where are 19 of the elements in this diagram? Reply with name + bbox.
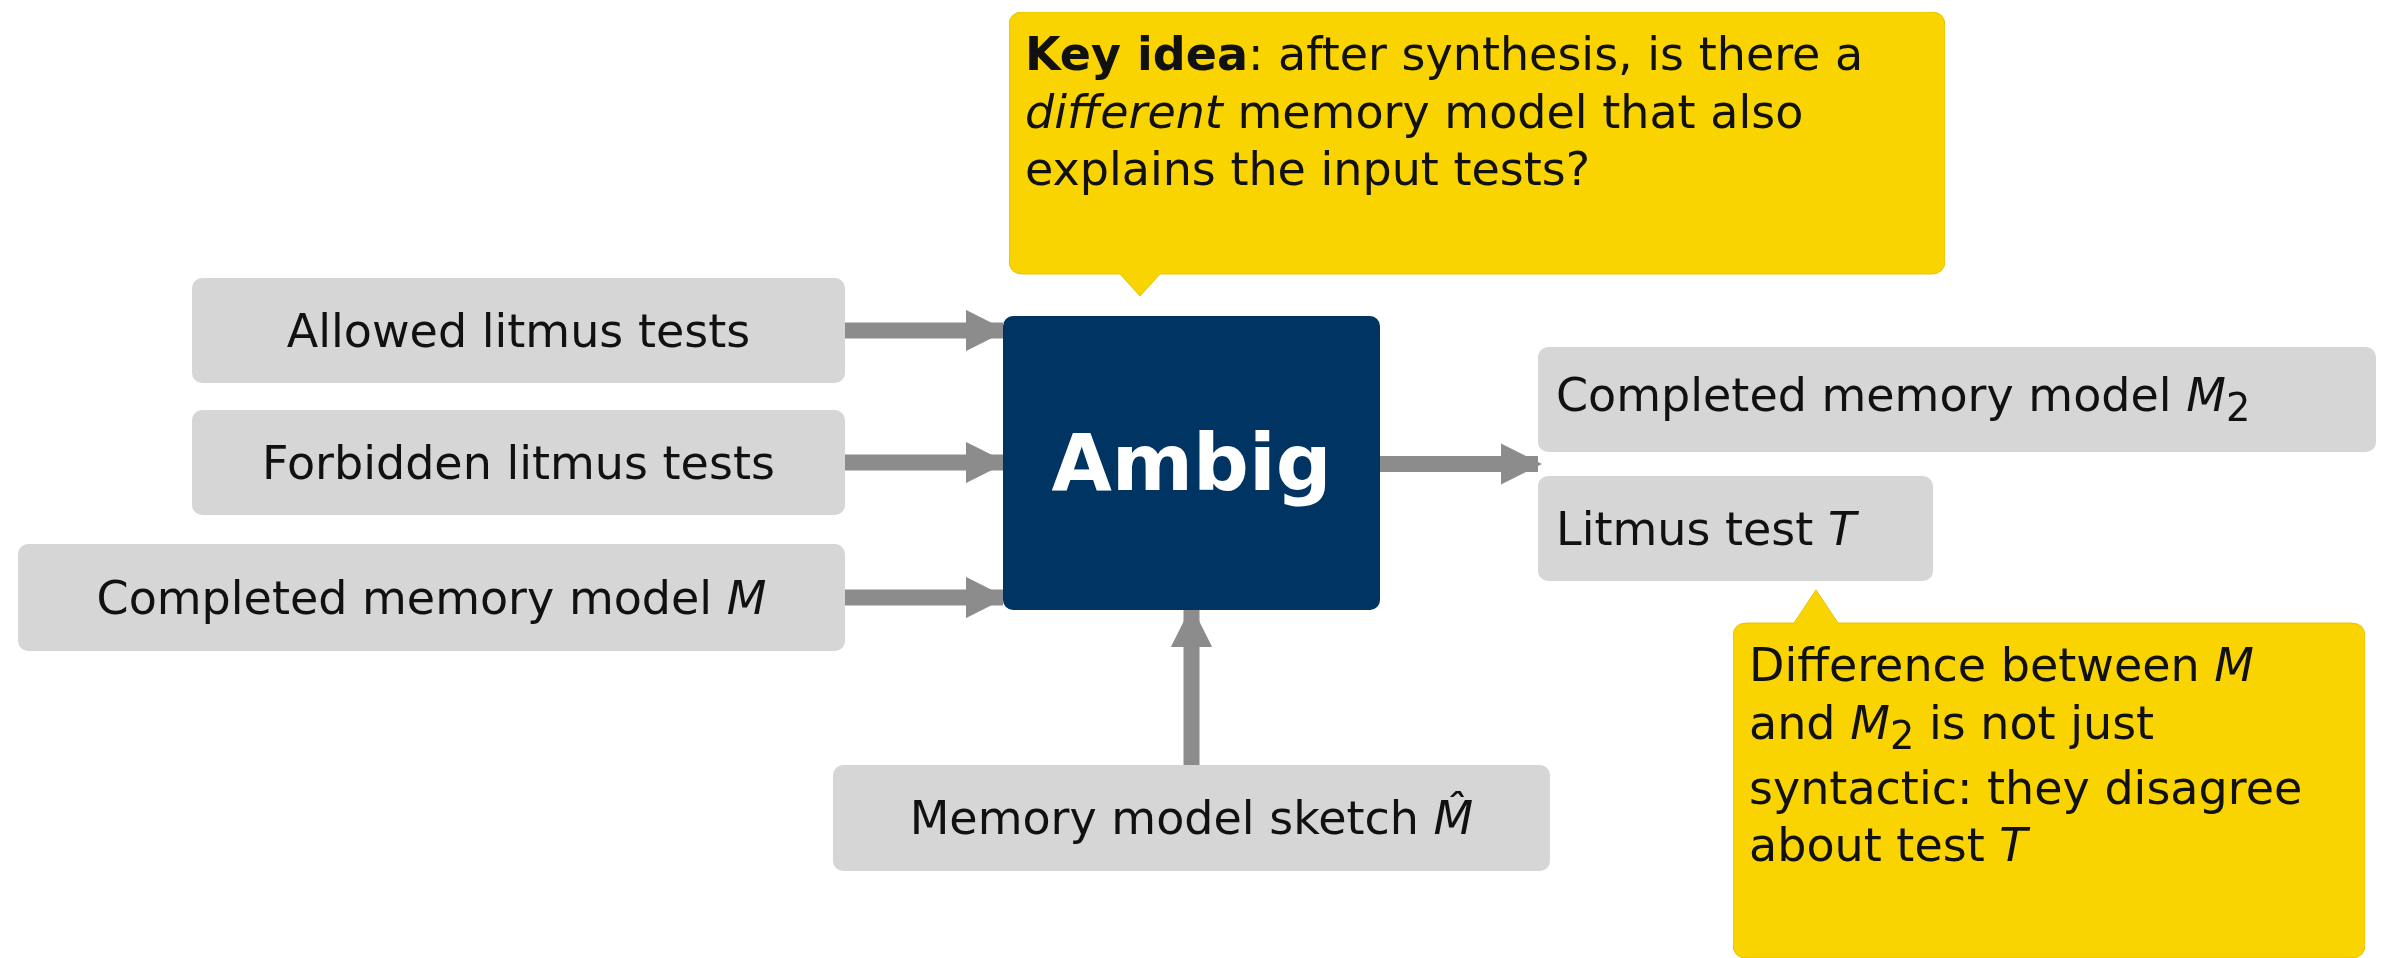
- box-label: Completed memory model M: [96, 570, 767, 625]
- input-box: [192, 410, 845, 515]
- box-label: Completed memory model M$_{2}$: [1556, 368, 2251, 431]
- box-label: Litmus test T: [1556, 501, 1857, 556]
- input-box: [833, 765, 1550, 871]
- input-box: [192, 278, 845, 383]
- box-label: Forbidden litmus tests: [262, 435, 775, 490]
- callout-text: Key idea: after synthesis, is there a different memory model that also explains the input tests?: [1025, 26, 1865, 198]
- output-box: [1538, 347, 2376, 452]
- arrow: [1380, 443, 1543, 485]
- callout-text: Difference between M and M$_{2}$ is not just syntactic: they disagree about test T: [1749, 637, 2304, 875]
- input-box: [18, 544, 845, 651]
- box-label: Memory model sketch M̂: [909, 791, 1474, 845]
- output-box: [1538, 476, 1933, 581]
- process-title: Ambig: [1051, 418, 1332, 508]
- box-label: Allowed litmus tests: [286, 303, 751, 358]
- callout-bubble: [1733, 590, 2365, 958]
- process-box: [1003, 316, 1380, 610]
- callout-bubble: [1009, 12, 1945, 296]
